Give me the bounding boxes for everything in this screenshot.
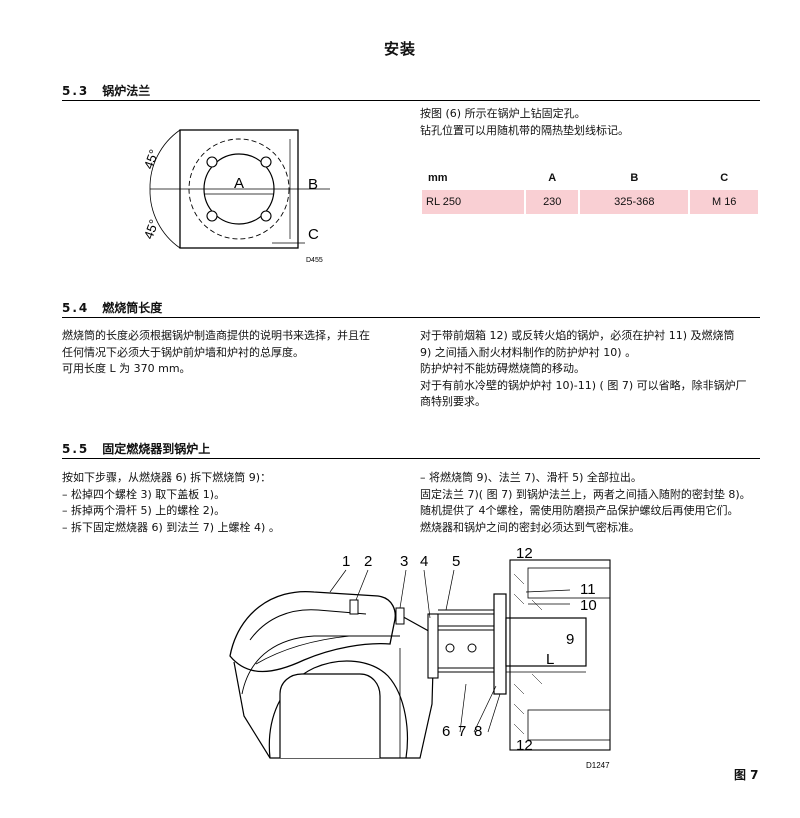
label-a: A (234, 175, 244, 192)
drawing-code: D455 (306, 257, 323, 264)
text-line: 钻孔位置可以用随机带的隔热垫划线标记。 (420, 123, 629, 137)
flange-instructions: 按图 (6) 所示在锅炉上钻固定孔。 钻孔位置可以用随机带的隔热垫划线标记。 (420, 106, 760, 139)
text-line: – 拆下固定燃烧器 6) 到法兰 7) 上螺栓 4) 。 (62, 520, 280, 534)
callout-label: 7 (458, 723, 466, 740)
text-line: 燃烧筒的长度必须根据锅炉制造商提供的说明书来选择，并且在 (62, 329, 370, 342)
burner-flange (427, 613, 439, 679)
angle-arc (149, 129, 181, 249)
section-title: 燃烧筒长度 (102, 301, 163, 315)
boiler-flange (493, 593, 507, 695)
callout-label: 3 (400, 553, 408, 570)
text-line: 按如下步骤，从燃烧器 6) 拆下燃烧筒 9)： (62, 471, 272, 484)
callout-label: 12 (516, 737, 533, 754)
callout-label: 9 (566, 631, 574, 648)
callout-label: 4 (420, 553, 428, 570)
section-title: 固定燃烧器到锅炉上 (102, 442, 211, 456)
angle-label-bottom: 45° (141, 217, 162, 241)
section-number: 5.3 (62, 84, 90, 98)
section-number: 5.5 (62, 442, 90, 456)
table-row: RL 250 230 325-368 M 16 (422, 190, 758, 214)
fan-housing (268, 660, 408, 759)
text-line: 可用长度 L 为 370 mm。 (62, 362, 191, 375)
label-b: B (308, 176, 318, 193)
column-header: A (548, 172, 557, 184)
text-line: 对于带前烟箱 12) 或反转火焰的锅炉，必须在护衬 11) 及燃烧筒 (420, 329, 735, 342)
callout-label: 6 (442, 723, 450, 740)
text-line: – 将燃烧筒 9)、法兰 7)、滑杆 5) 全部拉出。 (420, 471, 642, 484)
text-line: 防护炉衬不能妨碍燃烧筒的移动。 (420, 362, 585, 375)
table-header: mm A B C (422, 166, 758, 190)
page-title: 安装 (383, 40, 416, 58)
flange-diagram: A B C 45° 45° D455 (141, 129, 330, 264)
column-header: B (630, 172, 639, 184)
fixing-text-left: 按如下步骤，从燃烧器 6) 拆下燃烧筒 9)： – 松掉四个螺栓 3) 取下盖板… (62, 470, 412, 536)
callout-label: 10 (580, 597, 597, 614)
text-line: – 拆掉两个滑杆 5) 上的螺栓 2)。 (62, 504, 226, 517)
section-title: 锅炉法兰 (102, 84, 151, 98)
callout-label: 12 (516, 545, 533, 562)
drawing-code: D1247 (586, 761, 610, 770)
callout-label: 5 (452, 553, 460, 570)
text-line: 商特别要求。 (420, 395, 486, 408)
bolt-holes (206, 156, 272, 222)
burner-cover (229, 590, 396, 673)
label-l: L (546, 651, 554, 668)
table-cell: 325-368 (580, 190, 689, 214)
section-header-flange: 5.3 锅炉法兰 (62, 82, 760, 101)
callout-label: 1 (342, 553, 350, 570)
column-header: mm (428, 172, 448, 184)
section-header-fixing: 5.5 固定燃烧器到锅炉上 (62, 440, 760, 459)
section-header-length: 5.4 燃烧筒长度 (62, 299, 760, 318)
callout-label: 2 (364, 553, 372, 570)
text-line: 燃烧器和锅炉之间的密封必须达到气密标准。 (420, 520, 640, 534)
length-text-right: 对于带前烟箱 12) 或反转火焰的锅炉，必须在护衬 11) 及燃烧筒 9) 之间… (420, 328, 770, 411)
callout-label: 8 (474, 723, 482, 740)
label-c: C (308, 226, 319, 243)
section-number: 5.4 (62, 301, 90, 315)
blast-tube (505, 617, 587, 667)
figure-caption: 图 7 (734, 768, 759, 782)
length-text-left: 燃烧筒的长度必须根据锅炉制造商提供的说明书来选择，并且在 任何情况下必须大于锅炉… (62, 328, 412, 378)
callout-label: 11 (580, 581, 596, 598)
dimension-table: mm A B C RL 250 230 325-368 M 16 (420, 166, 760, 214)
burner-installation-figure: 1 2 3 4 5 6 7 8 9 10 11 12 12 L D1247 (229, 545, 611, 770)
table-cell: 230 (526, 190, 579, 214)
table-cell: RL 250 (422, 190, 525, 214)
text-line: 对于有前水冷壁的锅炉炉衬 10)-11) ( 图 7) 可以省略，除非锅炉厂 (420, 378, 747, 392)
text-line: 固定法兰 7)( 图 7) 到锅炉法兰上，两者之间插入随附的密封垫 8)。 (420, 487, 751, 501)
text-line: – 松掉四个螺栓 3) 取下盖板 1)。 (62, 487, 226, 501)
text-line: 9) 之间插入耐火材料制作的防护炉衬 10) 。 (420, 345, 637, 359)
fixing-text-right: – 将燃烧筒 9)、法兰 7)、滑杆 5) 全部拉出。 固定法兰 7)( 图 7… (420, 470, 770, 536)
text-line: 任何情况下必须大于锅炉前炉墙和炉衬的总厚度。 (62, 345, 304, 359)
column-header: C (720, 172, 729, 184)
boiler-front-wall (509, 559, 611, 751)
text-line: 按图 (6) 所示在锅炉上钻固定孔。 (420, 107, 586, 120)
text-line: 随机提供了 4个螺栓，需使用防磨损产品保护螺纹后再使用它们。 (420, 504, 739, 517)
angle-label-top: 45° (141, 147, 162, 171)
table-cell: M 16 (690, 190, 758, 214)
